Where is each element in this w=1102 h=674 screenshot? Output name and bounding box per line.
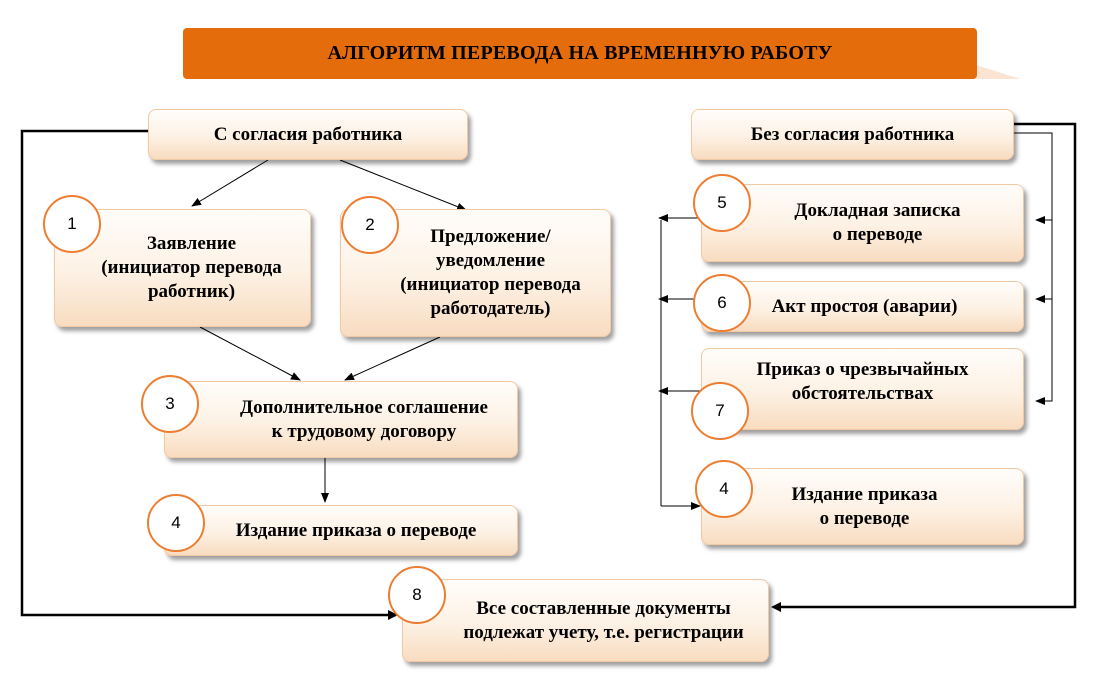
- agreement-box: Дополнительное соглашение к трудовому до…: [164, 381, 518, 458]
- edge-consent-to-registration: [20, 129, 396, 617]
- edge-consent-to-statement: [191, 159, 269, 207]
- step-number-2: 2: [341, 196, 399, 254]
- proposal-label: Предложение/ уведомление (инициатор пере…: [400, 226, 581, 319]
- emergency-order-box: Приказ о чрезвычайных обстоятельствах: [701, 348, 1024, 430]
- emergency-order-label: Приказ о чрезвычайных обстоятельствах: [756, 359, 969, 404]
- step-number-1: 1: [43, 195, 101, 253]
- step-number-8: 8: [388, 566, 446, 624]
- registration-label: Все составленные документы подлежат учет…: [463, 597, 744, 643]
- step-number-4: 4: [147, 494, 205, 552]
- page-title: АЛГОРИТМ ПЕРЕВОДА НА ВРЕМЕННУЮ РАБОТУ: [183, 28, 977, 79]
- agreement-label: Дополнительное соглашение к трудовому до…: [240, 396, 488, 442]
- right-transfer-order-label: Издание приказа о переводе: [791, 483, 938, 529]
- memo-box: Докладная записка о переводе: [701, 184, 1024, 262]
- edge-noconsent-bracket: [1014, 132, 1053, 405]
- step-number-6: 6: [693, 274, 751, 332]
- step-number-7: 7: [691, 382, 749, 440]
- step-number-4-right: 4: [695, 460, 753, 518]
- consent-header-box: С согласия работника: [148, 109, 468, 160]
- statement-label: Заявление (инициатор перевода работник): [101, 233, 282, 302]
- step-number-3: 3: [141, 375, 199, 433]
- edge-statement-to-agreement: [199, 326, 301, 381]
- edge-proposal-to-agreement: [344, 336, 441, 381]
- transfer-order-label: Издание приказа о переводе: [235, 519, 477, 541]
- step-number-5: 5: [693, 174, 751, 232]
- consent-header-label: С согласия работника: [213, 123, 403, 145]
- right-transfer-order-box: Издание приказа о переводе: [701, 468, 1024, 545]
- edge-consent-to-proposal: [339, 159, 467, 211]
- no-consent-header-label: Без согласия работника: [750, 123, 955, 145]
- no-consent-header-box: Без согласия работника: [691, 109, 1014, 160]
- edge-noconsent-to-registration: [780, 122, 1077, 609]
- downtime-act-label: Акт простоя (аварии): [771, 295, 958, 317]
- statement-box: Заявление (инициатор перевода работник): [54, 209, 311, 327]
- downtime-act-box: Акт простоя (аварии): [701, 281, 1024, 332]
- registration-box: Все составленные документы подлежат учет…: [402, 579, 769, 662]
- transfer-order-box: Издание приказа о переводе: [164, 505, 518, 556]
- memo-label: Докладная записка о переводе: [794, 200, 961, 245]
